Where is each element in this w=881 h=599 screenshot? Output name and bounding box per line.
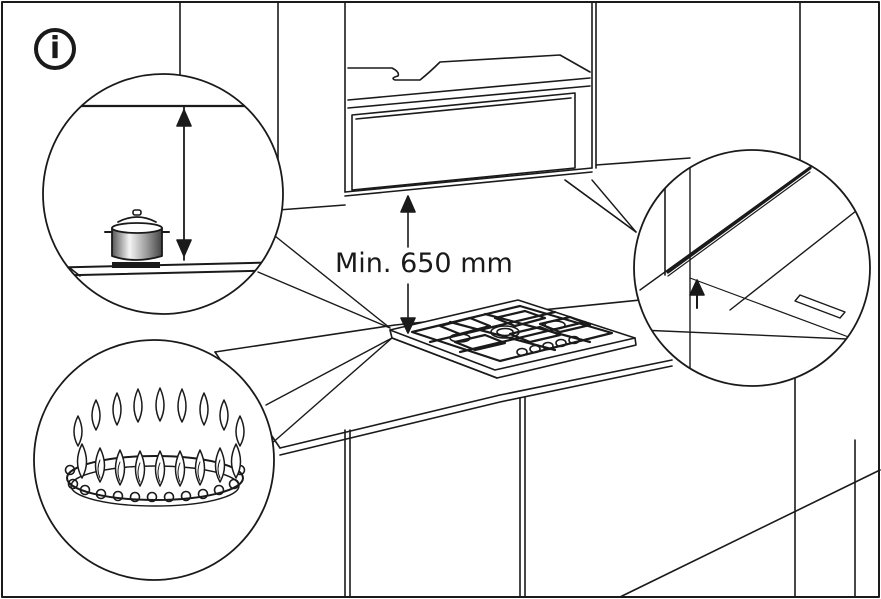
clearance-label: Min. 650 mm [333,248,515,280]
detail-circle-flames [34,338,392,580]
burner-flames-icon [66,388,245,506]
double-arrow-icon [401,196,415,333]
worktop [215,300,640,352]
gas-hob-icon [390,300,636,378]
info-icon-glyph: i [49,31,61,66]
cooking-pot-icon [105,210,169,260]
info-icon [36,30,74,68]
detail-circle-wall-edge [565,150,870,390]
detail-circle-clearance [40,74,390,328]
kitchen-scene [180,2,880,597]
